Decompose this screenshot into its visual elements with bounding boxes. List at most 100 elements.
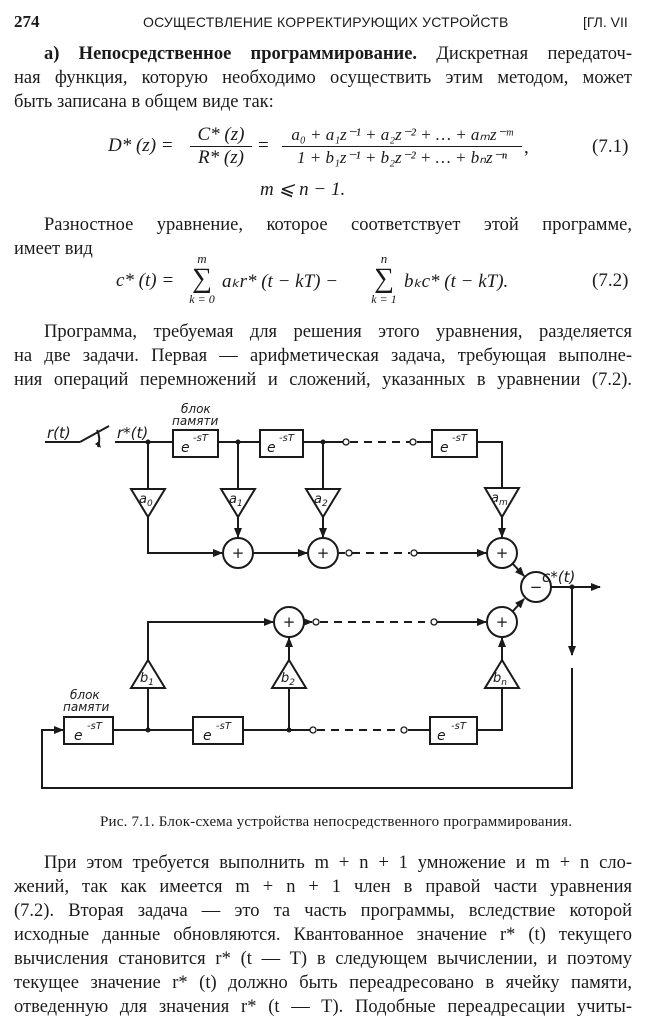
eq72-sum1: m ∑ k = 0 <box>186 251 218 307</box>
junction-dot <box>569 584 575 590</box>
input-label: r(t) <box>47 424 71 442</box>
adder-plus: + <box>317 544 330 562</box>
eq71-comma: , <box>524 137 529 158</box>
intro-line-2: ная функция, которую необходимо осуществ… <box>14 68 632 88</box>
sampled-label: r*(t) <box>117 424 148 442</box>
paragraph-4: При этом требуется выполнить m + n + 1 у… <box>14 851 632 1019</box>
gain-triangle-a2 <box>304 488 342 519</box>
delay-exp: -sT <box>216 721 232 732</box>
delay-exp: -sT <box>279 433 295 444</box>
eq72-sum1-lower: k = 0 <box>189 292 215 306</box>
intro-line-3: быть записана в общем виде так: <box>14 92 274 112</box>
delay-exp: -sT <box>87 721 103 732</box>
adder-plus: + <box>232 544 245 562</box>
adder-plus: + <box>496 613 509 631</box>
intro-paragraph: а) Непосредственное программирование. Ди… <box>14 42 632 114</box>
gain-label-a2: a2 <box>314 492 328 509</box>
para4-line-4: исходные данные обновляются. Квантованно… <box>14 925 632 945</box>
equation-7-1-fraction: a₀ + a₁z⁻¹ + a₂z⁻² + … + aₘz⁻ᵐ 1 + b₁z⁻¹… <box>282 124 522 169</box>
para4-line-3: (7.2). Вторая задача — это та часть прог… <box>14 901 632 921</box>
para4-line-7: отведенную для значения r* (t — T). Подо… <box>14 997 632 1017</box>
eq72-lhs: c* (t) = <box>116 270 175 291</box>
open-terminal <box>309 726 317 734</box>
subtractor-minus: − <box>530 578 543 596</box>
open-terminal <box>410 549 418 557</box>
eq72-sum1-upper: m <box>197 251 207 266</box>
eq72-sigma-2: ∑ <box>374 263 394 294</box>
delay-exp: -sT <box>451 721 467 732</box>
para4-line-6: текущее значение r* (t) должно быть пере… <box>14 973 632 993</box>
memory-label-bottom-1: блок <box>70 688 100 702</box>
eq71-condition: m ⩽ n − 1. <box>260 179 346 200</box>
b1-to-adder <box>147 618 274 660</box>
paragraph-2: Разностное уравнение, которое соответств… <box>14 213 632 261</box>
memory-label-top-1: блок <box>181 402 211 416</box>
block-diagram: r(t) r*(t) блок памяти блок памяти c*(t)… <box>41 402 601 789</box>
delay-block-top-2 <box>259 429 304 458</box>
eq71-equals: = <box>258 135 269 156</box>
para3-line-2: на две задачи. Первая — арифметическая з… <box>14 346 632 366</box>
delay-block-bottom-1 <box>63 716 114 745</box>
eq72-term2: bₖc* (t − kT). <box>404 271 509 292</box>
junction-dot <box>286 727 292 733</box>
open-terminal <box>400 726 408 734</box>
gain-triangle-a1 <box>219 488 257 519</box>
tap-bn <box>477 688 503 731</box>
delay-label: e <box>74 728 83 744</box>
eq71-numerator: a₀ + a₁z⁻¹ + a₂z⁻² + … + aₘz⁻ᵐ <box>282 124 522 147</box>
page-number: 274 <box>14 12 40 31</box>
gain-label-b2: b2 <box>281 671 295 688</box>
eq71-lhs-text: D* (z) = <box>108 135 174 156</box>
delay-label: e <box>437 728 446 744</box>
adder-plus: + <box>496 544 509 562</box>
adder-top-m <box>486 537 518 569</box>
adder-m-to-subtractor <box>512 563 525 577</box>
para4-line-1: При этом требуется выполнить m + n + 1 у… <box>44 853 632 873</box>
output-label: c*(t) <box>542 568 575 586</box>
gain-label-b1: b1 <box>140 671 154 688</box>
eq72-sum2-lower: k = 1 <box>371 292 397 306</box>
adder-top-2 <box>307 537 339 569</box>
eq71-ratio-numerator: C* (z) <box>190 124 252 147</box>
delay-label: e <box>267 440 276 456</box>
top-line-to-am <box>477 441 503 488</box>
para4-line-2: жений, так как имеется m + n + 1 член в … <box>14 877 632 897</box>
gain-triangle-am <box>483 487 521 519</box>
sampler-switch <box>79 425 110 443</box>
a0-to-adder <box>147 517 223 557</box>
adder-top-1 <box>222 537 254 569</box>
eq72-term1: aₖr* (t − kT) − <box>222 271 339 292</box>
eq72-number: (7.2) <box>592 270 629 291</box>
para2-line-2: имеет вид <box>14 239 93 259</box>
eq71-ratio-denominator: R* (z) <box>198 147 244 168</box>
para3-line-1: Программа, требуемая для решения этого у… <box>44 322 632 342</box>
delay-exp: -sT <box>193 433 209 444</box>
gain-label-a1: a1 <box>229 492 243 509</box>
memory-label-top-2: памяти <box>172 414 218 428</box>
chapter-label: [ГЛ. VII <box>583 14 628 30</box>
para2-line-1: Разностное уравнение, которое соответств… <box>44 215 632 235</box>
junction-dot <box>145 439 151 445</box>
running-title: ОСУЩЕСТВЛЕНИЕ КОРРЕКТИРУЮЩИХ УСТРОЙСТВ <box>143 14 509 30</box>
memory-label-bottom-2: памяти <box>63 700 109 714</box>
paragraph-3: Программа, требуемая для решения этого у… <box>14 320 632 392</box>
junction-dot <box>145 727 151 733</box>
delay-exp: -sT <box>452 433 468 444</box>
gain-label-am: am <box>491 491 508 508</box>
figure-caption: Рис. 7.1. Блок-схема устройства непосред… <box>100 814 573 830</box>
gain-label-a0: a0 <box>139 492 153 509</box>
intro-line-1: а) Непосредственное программирование. Ди… <box>14 42 632 66</box>
junction-dot <box>320 439 326 445</box>
delay-label: e <box>440 440 449 456</box>
open-terminal <box>430 618 438 626</box>
delay-block-bottom-2 <box>192 716 244 745</box>
adder-plus: + <box>283 613 296 631</box>
gain-triangle-a0 <box>129 488 167 519</box>
gain-label-bn: bn <box>493 671 507 688</box>
delay-labels: e -sT e -sT e -sT e -sT e -sT e -sT <box>74 433 468 744</box>
eq72-sum2-upper: n <box>380 251 388 266</box>
adder-b-to-subtractor <box>512 598 525 612</box>
eq71-denominator: 1 + b₁z⁻¹ + b₂z⁻² + … + bₙz⁻ⁿ <box>297 148 507 167</box>
open-terminal <box>342 438 350 446</box>
eq72-sum2: n ∑ k = 1 <box>368 251 400 307</box>
